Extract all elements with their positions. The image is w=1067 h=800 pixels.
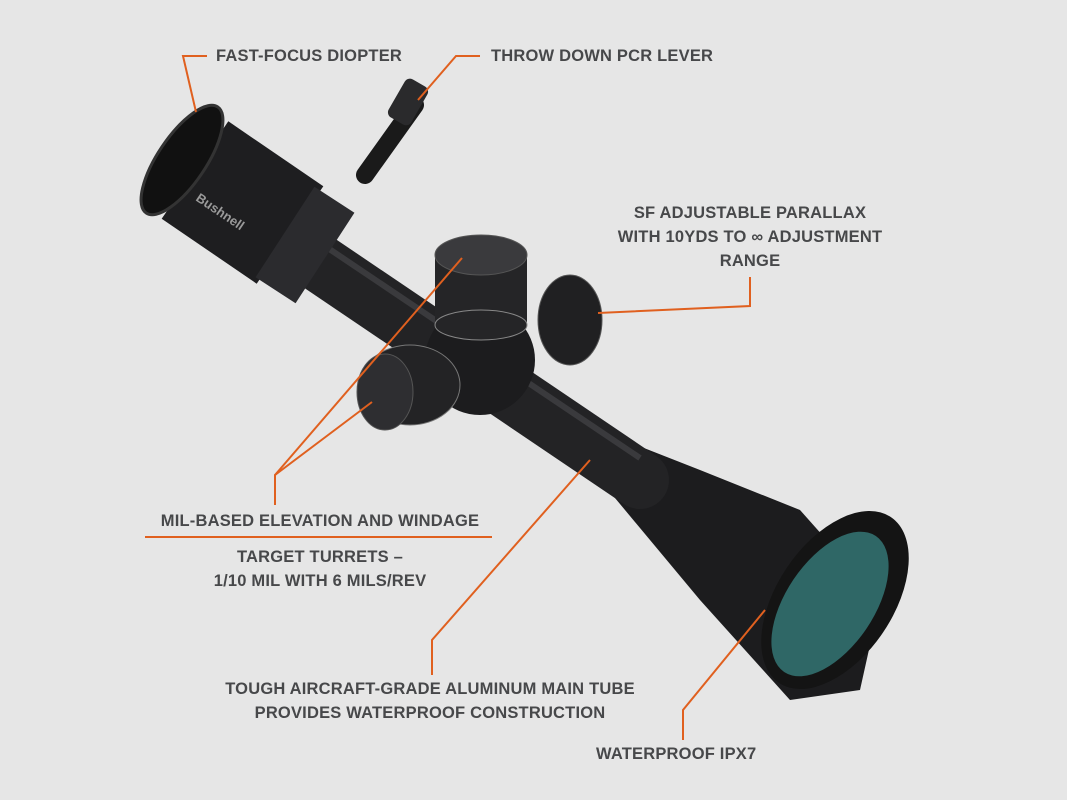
parallax-line3: RANGE [719,252,781,270]
turrets-line1: TARGET TURRETS – [236,548,404,566]
diopter-label: FAST-FOCUS DIOPTER [216,47,403,65]
pcr-lever-knob [387,78,429,126]
turrets-line2: 1/10 MIL WITH 6 MILS/REV [213,572,427,590]
eyepiece [161,121,324,284]
waterproof-callout-line [682,609,766,740]
parallax-callout-line [597,277,751,314]
waterproof-label: WATERPROOF IPX7 [596,745,757,763]
parallax-turret [537,274,603,366]
pcr-lever-label: THROW DOWN PCR LEVER [491,47,714,65]
callout-lines [145,55,766,740]
main-tube-line1: TOUGH AIRCRAFT-GRADE ALUMINUM MAIN TUBE [225,680,635,698]
parallax-line2: WITH 10YDS TO ∞ ADJUSTMENT [617,228,883,246]
main-tube-line2: PROVIDES WATERPROOF CONSTRUCTION [254,704,606,722]
pcr-callout-line [417,55,480,101]
main-tube-callout-line [431,459,591,675]
power-ring [255,186,355,304]
riflescope: Bushnell [139,78,909,700]
diopter-callout-line [181,55,207,113]
diopter-ring [139,103,225,217]
parallax-line1: SF ADJUSTABLE PARALLAX [633,204,867,222]
elevation-turret-cap [434,234,528,276]
turrets-detail: TARGET TURRETS – 1/10 MIL WITH 6 MILS/RE… [140,545,500,593]
parallax-label: SF ADJUSTABLE PARALLAX WITH 10YDS TO ∞ A… [590,201,910,273]
turrets-callout-line-2 [274,257,463,476]
main-tube-label: TOUGH AIRCRAFT-GRADE ALUMINUM MAIN TUBE … [190,677,670,725]
turrets-heading: MIL-BASED ELEVATION AND WINDAGE [160,512,480,530]
objective-lens [771,531,889,677]
windage-turret-cap [356,353,414,431]
